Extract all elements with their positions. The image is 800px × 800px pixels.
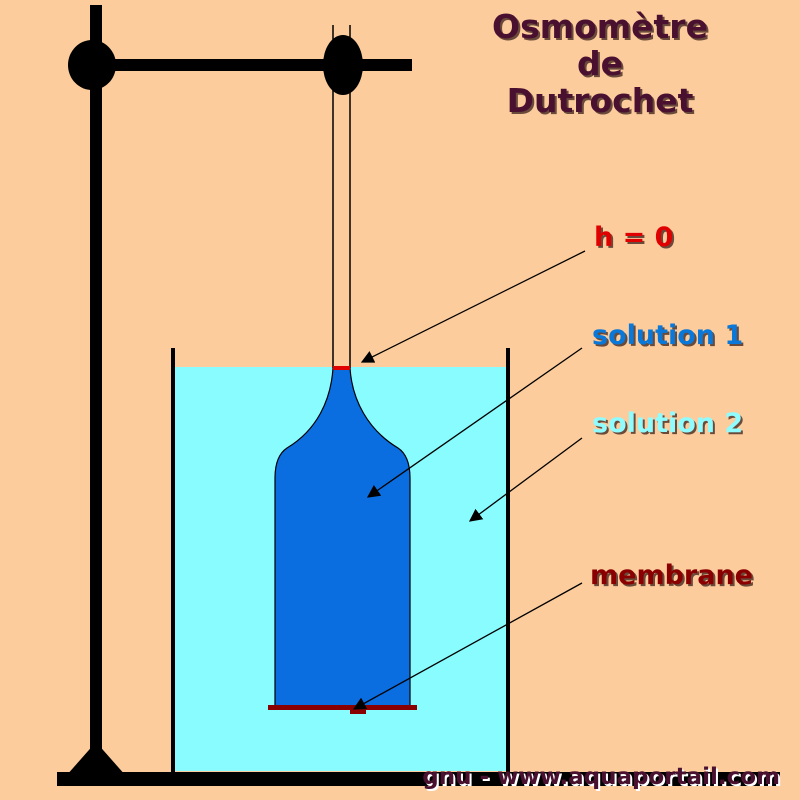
leader-h-zero (360, 250, 586, 363)
retort-stand (57, 5, 780, 786)
diagram-title: Osmomètre de Dutrochet (430, 8, 770, 119)
clamp-boss-right (323, 35, 363, 95)
membrane-strip (268, 705, 417, 710)
stand-arm (92, 59, 412, 71)
leader-solution-2 (468, 437, 583, 522)
label-membrane: membrane (590, 560, 753, 591)
level-mark (333, 366, 350, 370)
title-line-2: de (576, 44, 623, 83)
label-solution-2: solution 2 (592, 408, 744, 439)
leader-lines (352, 250, 586, 710)
clamp-boss-left (68, 40, 116, 90)
title-line-1: Osmomètre (492, 7, 708, 46)
label-h-zero: h = 0 (594, 222, 674, 253)
stand-base (57, 772, 780, 786)
stand-rod (90, 5, 102, 775)
leader-membrane (352, 582, 583, 710)
leader-solution-1 (366, 347, 583, 498)
title-line-3: Dutrochet (506, 81, 694, 120)
credit-text: gnu - www.aquaportail.com (422, 764, 780, 790)
label-solution-1: solution 1 (592, 320, 744, 351)
capillary-tube (332, 25, 351, 368)
